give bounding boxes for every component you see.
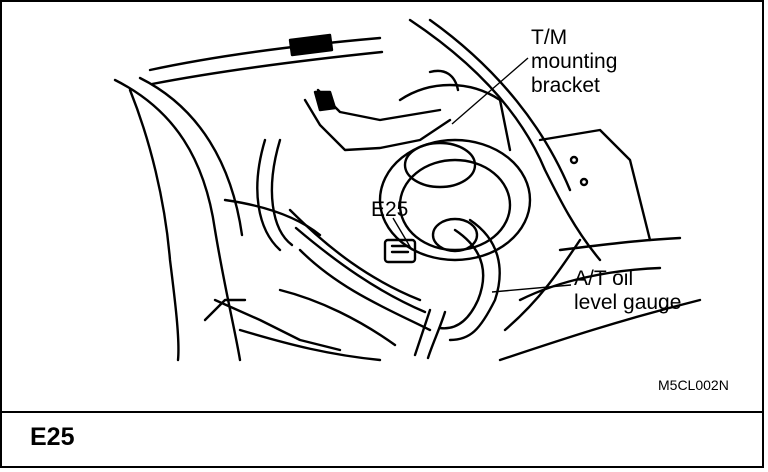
caption-divider [0,411,764,413]
bracket-callout-line-3: bracket [531,74,600,97]
gauge-callout-line-2: level gauge [574,291,682,314]
figure-title: E25 [30,423,75,451]
gauge-callout: A/T oil level gauge [574,267,681,315]
bracket-callout-line-1: T/M [531,26,568,49]
connector-callout: E25 [371,198,409,221]
bracket-callout-line-2: mounting [531,50,618,73]
bracket-callout: T/M mounting bracket [531,26,617,98]
gauge-callout-line-1: A/T oil [574,267,634,290]
figure-code: M5CL002N [658,377,729,393]
